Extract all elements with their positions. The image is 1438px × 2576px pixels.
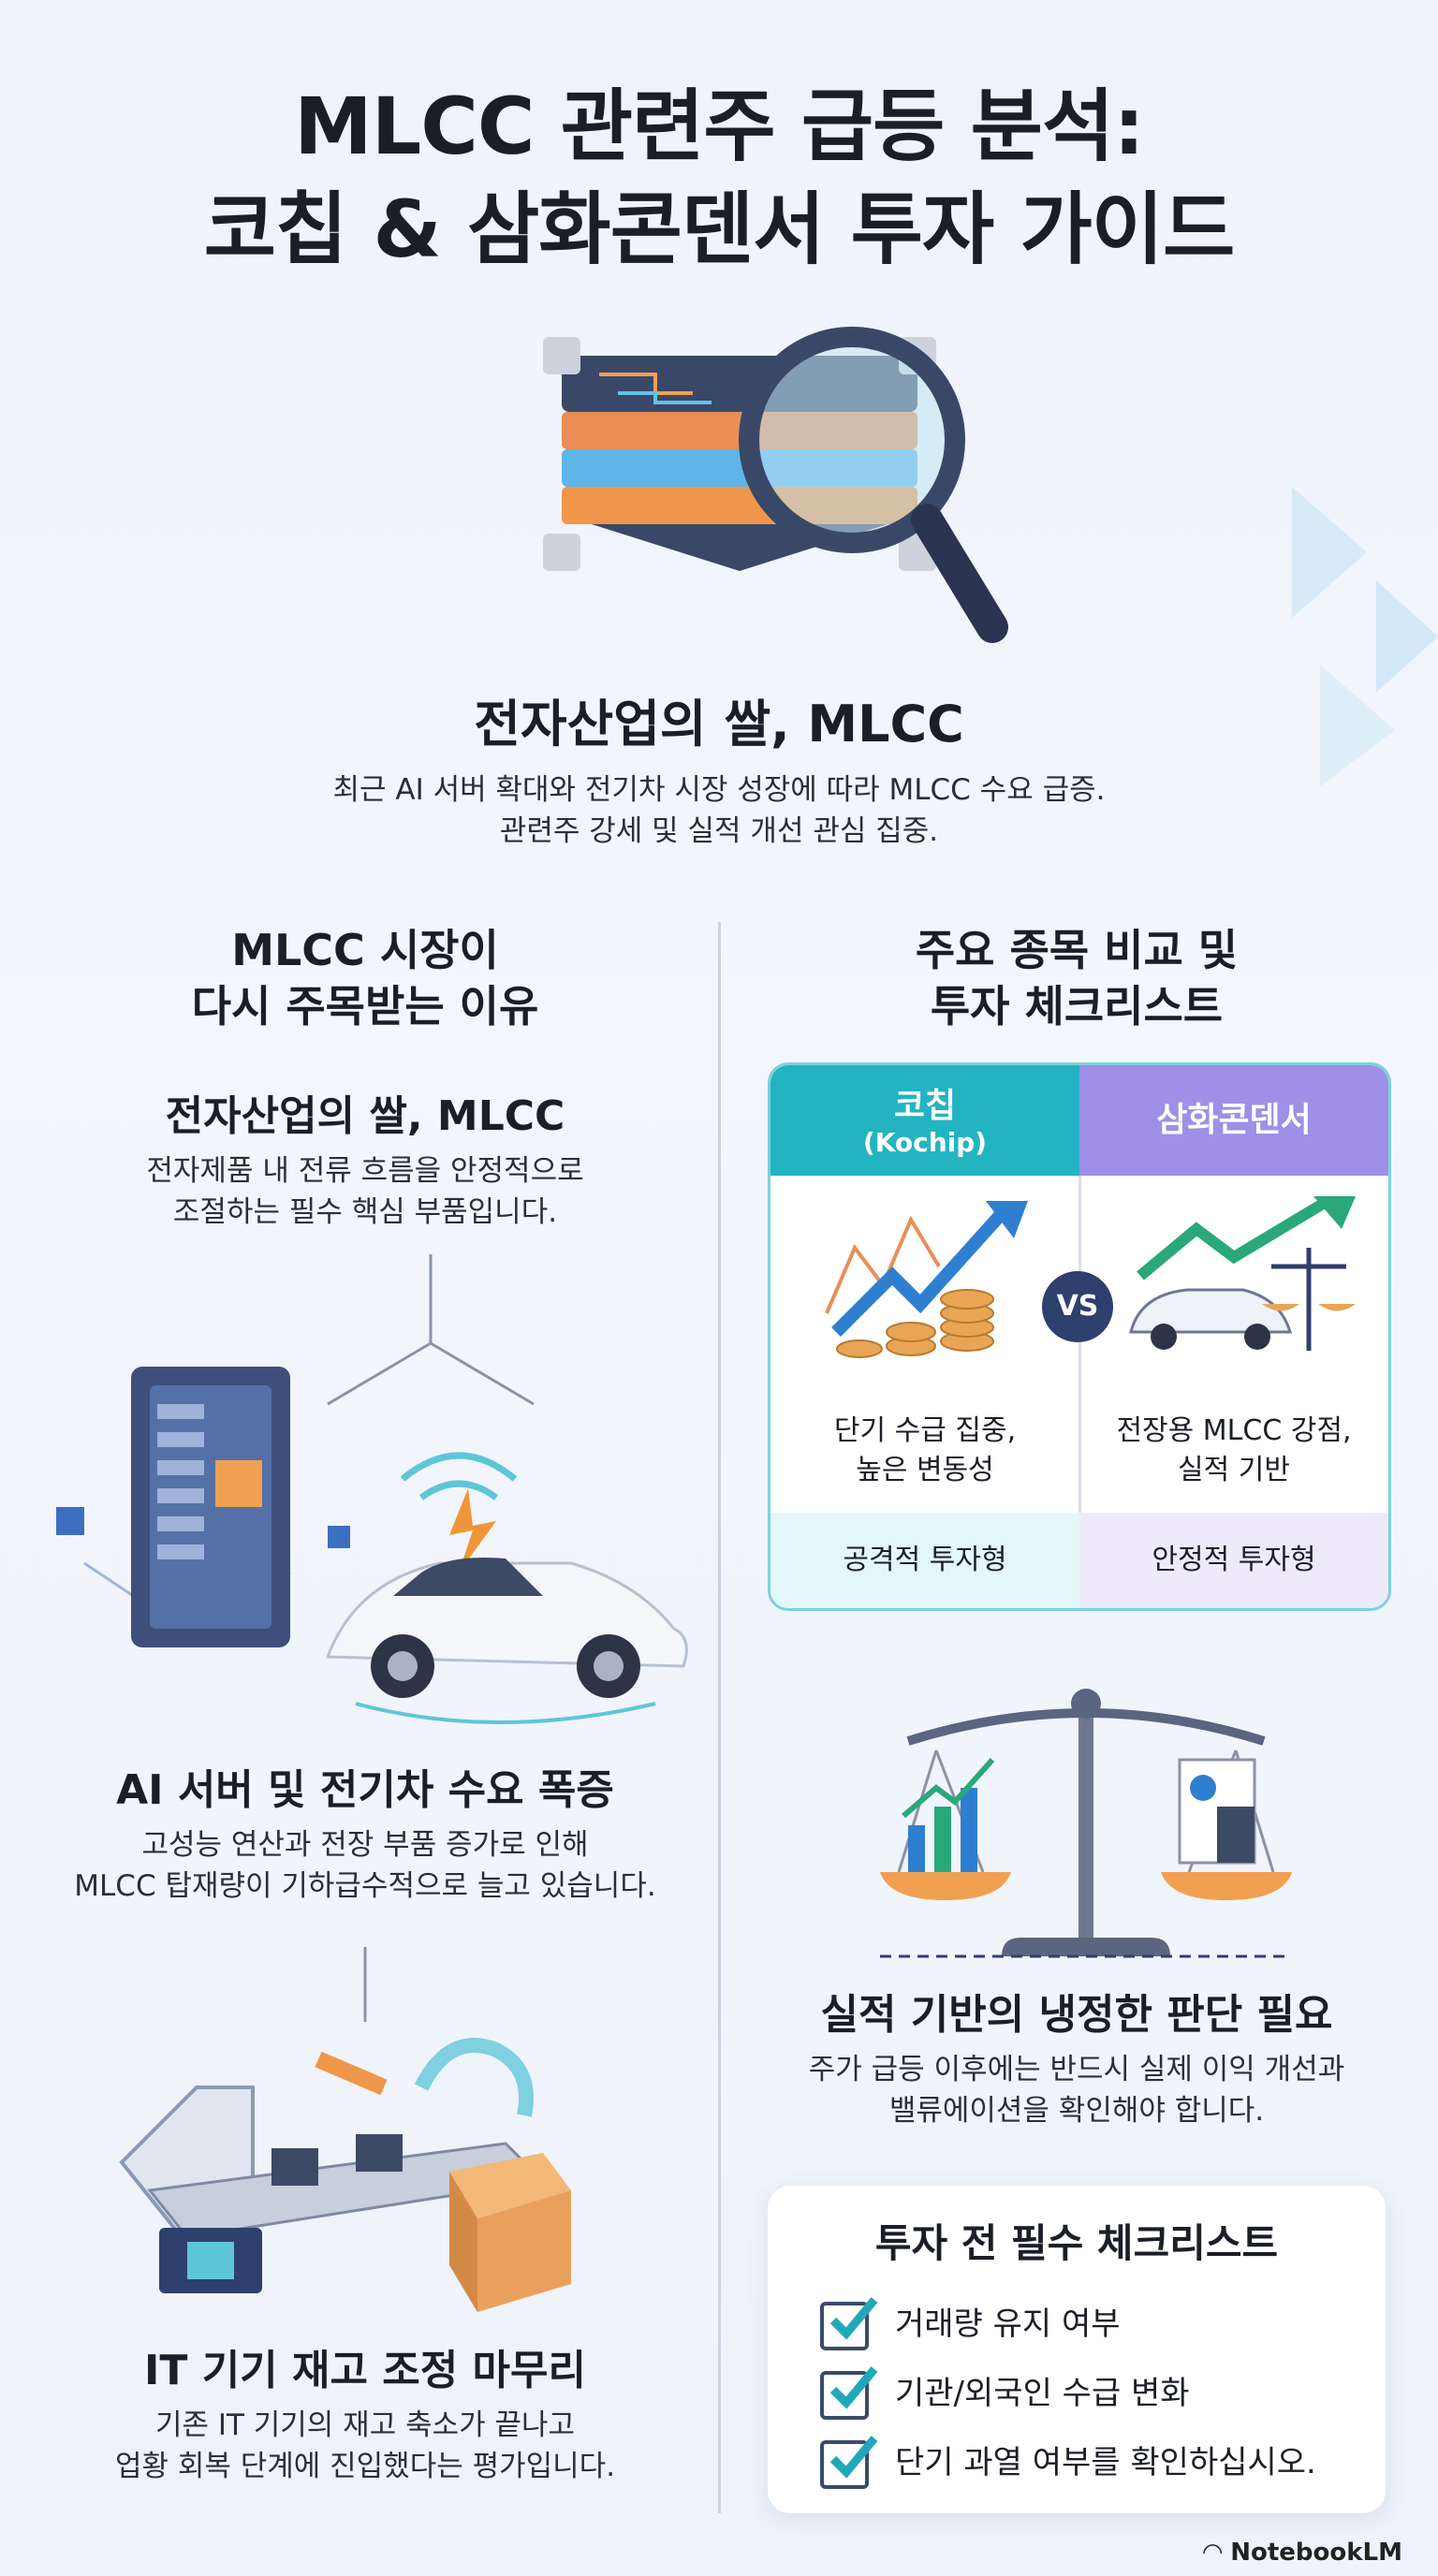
checklist-card: 투자 전 필수 체크리스트 거래량 유지 여부 기관/외국인 수급 변화 단기 … <box>768 2186 1386 2513</box>
compare-right-name: 삼화콘덴서 <box>1156 1101 1312 1139</box>
intro-section: 전자산업의 쌀, MLCC 최근 AI 서버 확대와 전기차 시장 성장에 따라… <box>0 693 1438 852</box>
notebook-icon: ◠ <box>1203 2539 1231 2567</box>
growth-coins-icon <box>825 1201 1028 1358</box>
column-divider <box>718 922 721 2513</box>
title-line-1: MLCC 관련주 급등 분석: <box>294 80 1145 172</box>
right-heading: 주요 종목 비교 및 투자 체크리스트 <box>749 922 1404 1034</box>
brand-text: NotebookLM <box>1230 2539 1402 2567</box>
right-heading-line-2: 투자 체크리스트 <box>930 981 1224 1032</box>
left-heading: MLCC 시장이 다시 주목받는 이유 <box>37 922 693 1034</box>
checkmark-icon <box>829 2297 878 2340</box>
compare-divider <box>1078 1176 1081 1513</box>
checklist-item: 기관/외국인 수급 변화 <box>820 2365 1363 2422</box>
title-line-2: 코칩 & 삼화콘덴서 투자 가이드 <box>203 183 1236 275</box>
right-judge-section: 실적 기반의 냉정한 판단 필요 주가 급등 이후에는 반드시 실제 이익 개선… <box>749 1989 1404 2131</box>
compare-left-type: 공격적 투자형 <box>770 1513 1079 1608</box>
left-s3-line-2: 업황 회복 단계에 진입했다는 평가입니다. <box>114 2450 616 2483</box>
left-s2-line-1: 고성능 연산과 전장 부품 증가로 인해 <box>141 1828 589 1862</box>
compare-left-sub: (Kochip) <box>862 1127 988 1158</box>
right-heading-line-1: 주요 종목 비교 및 <box>915 925 1239 975</box>
left-heading-line-1: MLCC 시장이 <box>231 925 499 975</box>
compare-right-type: 안정적 투자형 <box>1079 1513 1388 1608</box>
compare-right-desc: 전장용 MLCC 강점, 실적 기반 <box>1079 1412 1388 1490</box>
checkmark-icon <box>829 2436 878 2479</box>
compare-left-desc-1: 단기 수급 집중, <box>833 1414 1017 1447</box>
left-s1-line-1: 전자제품 내 전류 흐름을 안정적으로 <box>146 1154 584 1188</box>
checklist-item-text: 거래량 유지 여부 <box>895 2305 1121 2343</box>
compare-left-desc: 단기 수급 집중, 높은 변동성 <box>770 1412 1079 1490</box>
intro-line-1: 최근 AI 서버 확대와 전기차 시장 성장에 따라 MLCC 수요 급증. <box>332 773 1106 807</box>
checklist-title: 투자 전 필수 체크리스트 <box>874 2220 1279 2266</box>
left-s3-line-1: 기존 IT 기기의 재고 축소가 끝나고 <box>154 2408 576 2442</box>
checklist-item-text: 단기 과열 여부를 확인하십시오. <box>895 2444 1316 2481</box>
compare-left-desc-2: 높은 변동성 <box>856 1454 994 1486</box>
compare-right-desc-2: 실적 기반 <box>1178 1454 1290 1486</box>
brand-logo: ◠ NotebookLM <box>1203 2539 1402 2567</box>
decorative-triangles <box>1292 487 1438 786</box>
compare-header-kochip: 코칩 (Kochip) <box>770 1065 1079 1176</box>
conveyor-inventory-illustration <box>119 1947 571 2312</box>
checklist-item: 거래량 유지 여부 <box>820 2296 1363 2352</box>
judge-line-1: 주가 급등 이후에는 반드시 실제 이익 개선과 <box>808 2053 1345 2086</box>
left-s1-title: 전자산업의 쌀, MLCC <box>165 1092 565 1140</box>
left-heading-line-2: 다시 주목받는 이유 <box>191 981 539 1032</box>
chip-magnifier-illustration <box>543 327 1008 643</box>
left-s2-line-2: MLCC 탑재량이 기하급수적으로 늘고 있습니다. <box>74 1869 656 1903</box>
checkbox-checked-icon <box>820 2302 869 2350</box>
page-title: MLCC 관련주 급등 분석: 코칩 & 삼화콘덴서 투자 가이드 <box>0 75 1438 281</box>
balance-scale-illustration <box>880 1689 1292 1958</box>
intro-line-2: 관련주 강세 및 실적 개선 관심 집중. <box>499 814 939 848</box>
compare-right-desc-1: 전장용 MLCC 강점, <box>1116 1414 1352 1447</box>
checklist-item-text: 기관/외국인 수급 변화 <box>895 2375 1190 2412</box>
intro-heading: 전자산업의 쌀, MLCC <box>474 695 964 754</box>
checkmark-icon <box>829 2366 878 2409</box>
stock-comparison-card: 코칩 (Kochip) 삼화콘덴서 VS 단기 수급 집중, 높은 변동성 전장… <box>768 1062 1391 1611</box>
left-s2-title: AI 서버 및 전기차 수요 폭증 <box>116 1766 614 1814</box>
left-section-1: 전자산업의 쌀, MLCC 전자제품 내 전류 흐름을 안정적으로 조절하는 필… <box>37 1090 693 1233</box>
car-balance-icon <box>1129 1195 1356 1351</box>
left-s3-title: IT 기기 재고 조정 마무리 <box>144 2347 586 2394</box>
left-section-2: AI 서버 및 전기차 수요 폭증 고성능 연산과 전장 부품 증가로 인해 M… <box>19 1764 712 1907</box>
left-section-3: IT 기기 재고 조정 마무리 기존 IT 기기의 재고 축소가 끝나고 업황 … <box>19 2345 712 2487</box>
vs-badge: VS <box>1042 1271 1113 1342</box>
server-car-illustration <box>56 1254 688 1724</box>
judge-title: 실적 기반의 냉정한 판단 필요 <box>820 1991 1333 2039</box>
compare-header-samwha: 삼화콘덴서 <box>1079 1065 1388 1176</box>
judge-line-2: 밸류에이션을 확인해야 합니다. <box>888 2094 1265 2128</box>
compare-left-name: 코칩 <box>893 1087 957 1125</box>
left-s1-line-2: 조절하는 필수 핵심 부품입니다. <box>172 1195 558 1229</box>
checklist-item: 단기 과열 여부를 확인하십시오. <box>820 2435 1363 2491</box>
